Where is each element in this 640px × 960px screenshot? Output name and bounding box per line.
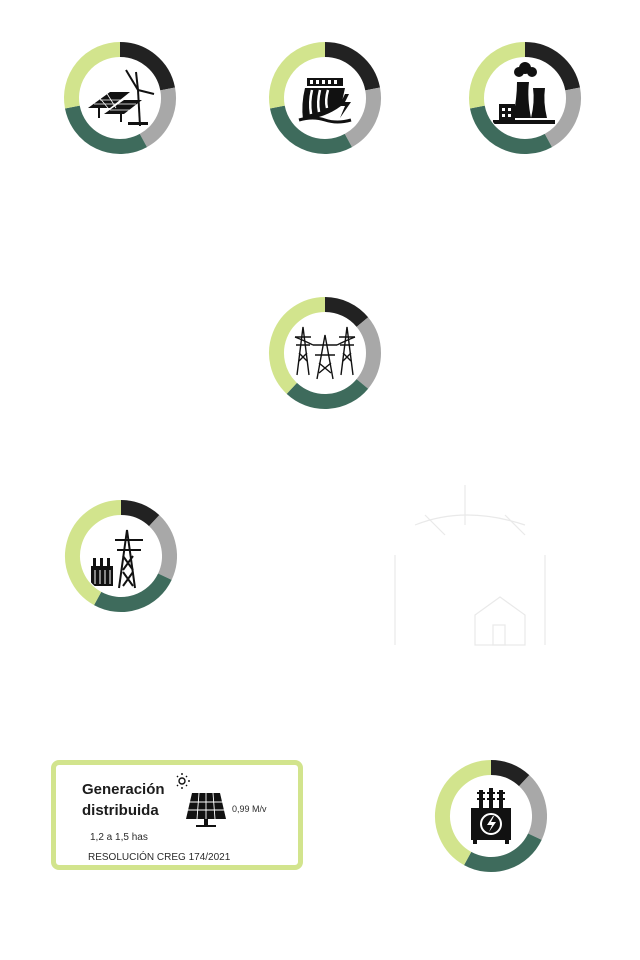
ring-segment bbox=[120, 500, 160, 527]
ring-segment bbox=[148, 515, 177, 580]
substation-node bbox=[62, 497, 180, 615]
ring-segment bbox=[286, 378, 369, 409]
ring-segment bbox=[119, 42, 176, 91]
ring-segment bbox=[139, 87, 176, 148]
ring-chart bbox=[269, 42, 381, 154]
hydro-generation-node bbox=[266, 39, 384, 157]
area-value: 1,2 a 1,5 has bbox=[90, 832, 148, 843]
ring-chart bbox=[65, 500, 177, 612]
thermal-generation-node bbox=[466, 39, 584, 157]
ring-segment bbox=[518, 775, 547, 840]
card-title: Generación distribuida bbox=[82, 781, 165, 819]
distribution-node bbox=[432, 757, 550, 875]
ring-segment bbox=[269, 105, 352, 154]
regulation-label: RESOLUCIÓN CREG 174/2021 bbox=[88, 852, 231, 863]
transformer-icon bbox=[451, 776, 531, 856]
renewable-generation-node bbox=[61, 39, 179, 157]
thermal-plant-icon bbox=[485, 58, 565, 138]
ring-segment bbox=[344, 87, 381, 148]
ring-segment bbox=[64, 105, 147, 154]
faded-distribution-illustration bbox=[355, 485, 575, 655]
capacity-value: 0,99 M/v bbox=[232, 804, 267, 814]
ring-segment bbox=[269, 297, 326, 394]
transmission-node bbox=[266, 294, 384, 412]
transmission-towers-icon bbox=[285, 313, 365, 393]
ring-segment bbox=[464, 833, 542, 872]
substation-icon bbox=[81, 516, 161, 596]
distributed-generation-card: Generación distribuida 0,99 M/v 1,2 a 1,… bbox=[51, 760, 303, 870]
ring-chart bbox=[469, 42, 581, 154]
ring-segment bbox=[356, 317, 381, 389]
hydro-dam-icon bbox=[285, 58, 365, 138]
ring-chart bbox=[64, 42, 176, 154]
ring-segment bbox=[469, 42, 526, 109]
ring-segment bbox=[544, 87, 581, 148]
ring-segment bbox=[324, 42, 381, 91]
ring-segment bbox=[435, 760, 492, 866]
solar-panel-icon bbox=[174, 773, 232, 829]
ring-segment bbox=[524, 42, 581, 91]
ring-segment bbox=[65, 500, 122, 606]
ring-segment bbox=[490, 760, 530, 787]
ring-segment bbox=[64, 42, 121, 109]
solar-wind-icon bbox=[80, 58, 160, 138]
ring-chart bbox=[269, 297, 381, 409]
ring-chart bbox=[435, 760, 547, 872]
ring-segment bbox=[94, 573, 172, 612]
ring-segment bbox=[469, 105, 552, 154]
ring-segment bbox=[269, 42, 326, 109]
ring-segment bbox=[324, 297, 369, 328]
